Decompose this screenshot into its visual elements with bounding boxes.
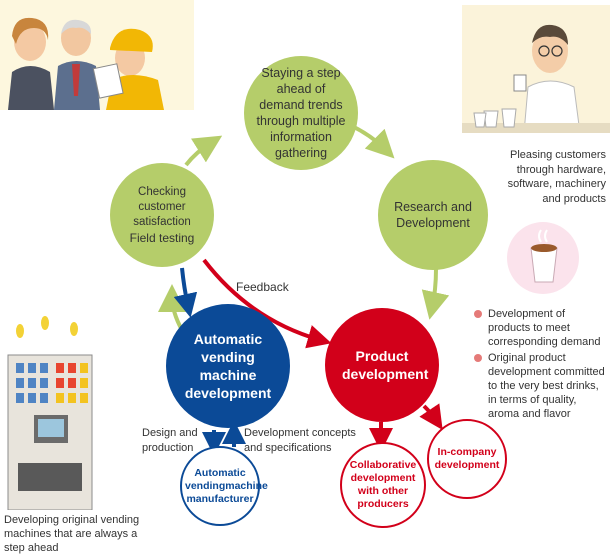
note-item: Development of products to meet correspo… (474, 307, 608, 349)
product-notes-list: Development of products to meet correspo… (474, 307, 608, 423)
node-staying-ahead: Staying a step ahead of demand trends th… (244, 56, 358, 170)
feedback-label: Feedback (236, 280, 289, 294)
developing-vending-text: Developing original vending machines tha… (4, 514, 140, 554)
node-product-development-label: Product development (342, 348, 429, 382)
node-in-company: In-company development (427, 419, 507, 499)
node-in-company-label: In-company development (434, 446, 500, 471)
node-checking-line1: Checking customer satisfaction (133, 185, 191, 228)
node-collaborative: Collaborative development with other pro… (340, 442, 426, 528)
dev-concepts-label: Development concepts and specifications (244, 427, 356, 454)
design-production-label: Design and production (142, 427, 198, 454)
node-research: Research and Development (378, 160, 488, 270)
node-staying-ahead-label: Staying a step ahead of demand trends th… (256, 66, 346, 160)
node-checking-line2: Field testing (129, 230, 195, 245)
node-research-label: Research and Development (394, 200, 472, 230)
people-illustration (0, 0, 194, 110)
node-collaborative-label: Collaborative development with other pro… (349, 459, 417, 510)
scientist-tasting-illustration (462, 5, 610, 133)
node-avm-development: Automatic vending machine development (166, 304, 290, 428)
node-avm-development-label: Automatic vending machine development (184, 331, 272, 401)
pleasing-customers-text: Pleasing customers through hardware, sof… (507, 149, 606, 205)
node-manufacturer-label: Automatic vendingmachine manufacturer (185, 466, 268, 505)
coffee-cup-icon (507, 222, 579, 294)
node-manufacturer: Automatic vendingmachine manufacturer (180, 446, 268, 526)
bullet-dot-icon (474, 310, 482, 318)
note-item: Original product development committed t… (474, 351, 608, 421)
note-text: Development of products to meet correspo… (488, 308, 601, 348)
node-product-development: Product development (325, 308, 439, 422)
note-text: Original product development committed t… (488, 352, 605, 420)
bullet-dot-icon (474, 354, 482, 362)
node-checking-satisfaction: Checking customer satisfaction Field tes… (110, 163, 214, 267)
vending-machine-illustration (0, 315, 100, 510)
